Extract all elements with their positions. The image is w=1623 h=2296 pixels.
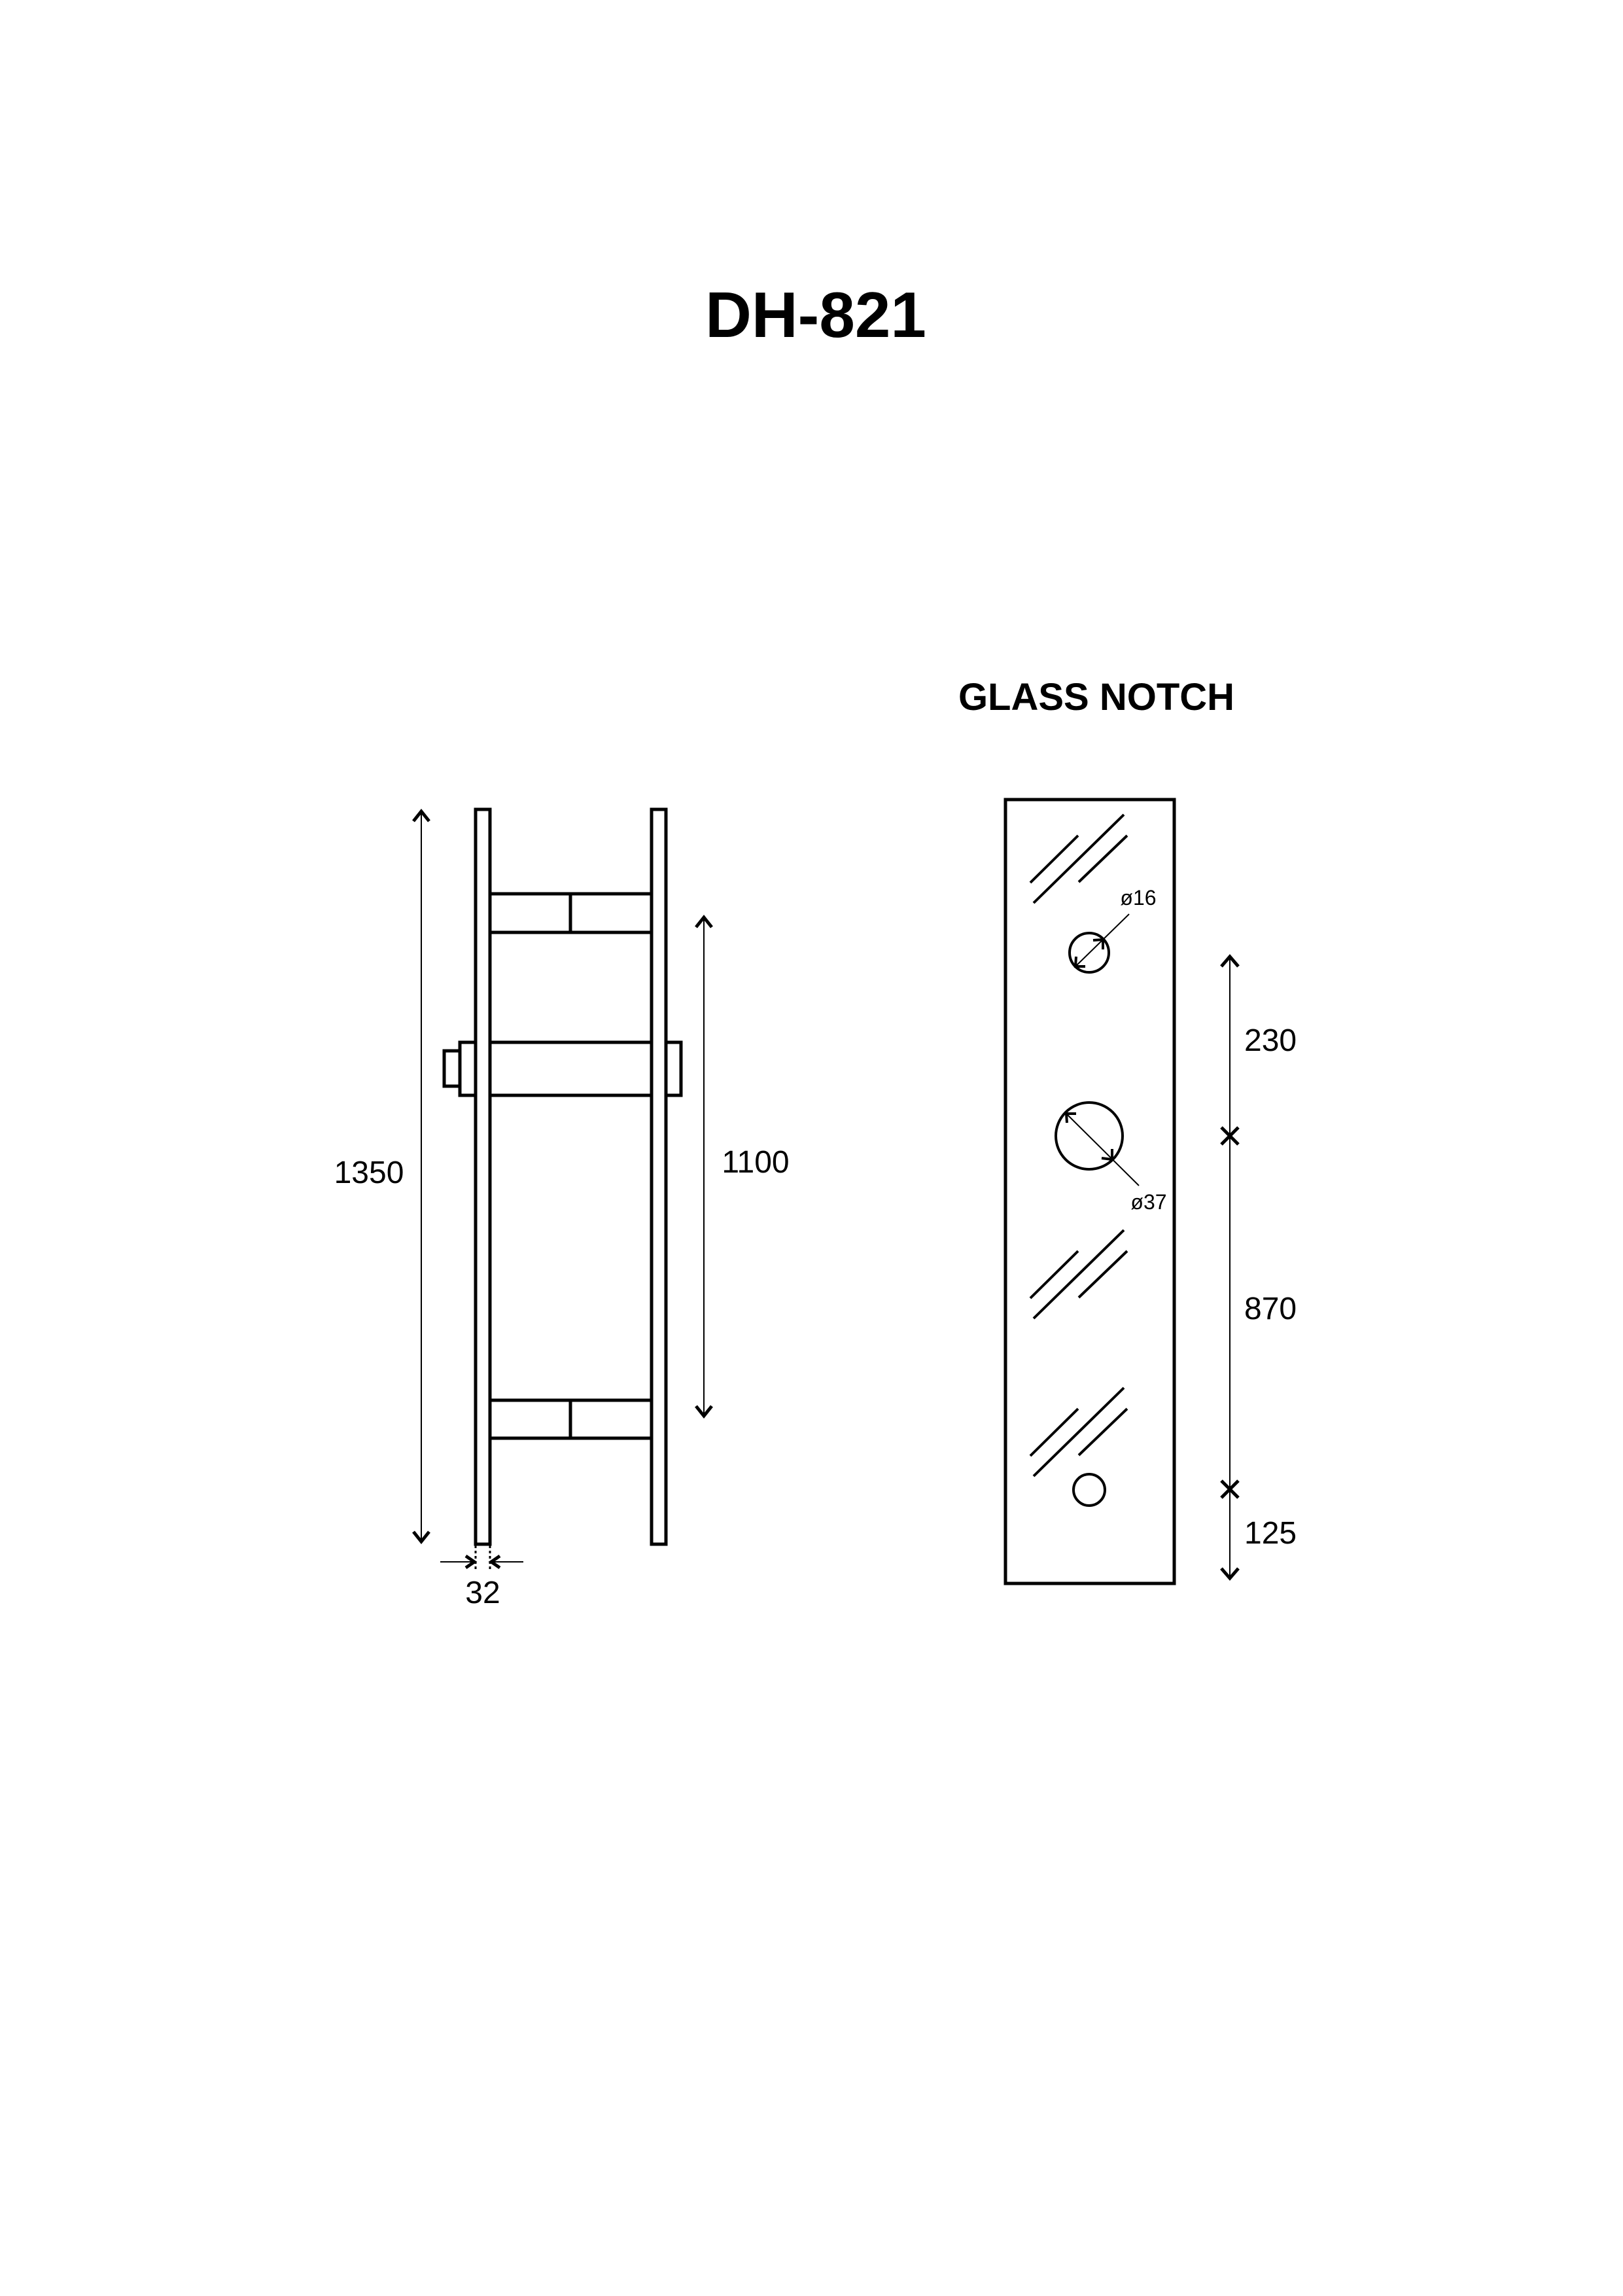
dimension-label-32: 32: [465, 1576, 500, 1610]
glass-notch-heading: GLASS NOTCH: [958, 676, 1234, 718]
dimension-label-230: 230: [1244, 1023, 1297, 1058]
handle-side-view: [442, 807, 683, 1546]
right-bar: [650, 807, 668, 1546]
glass-hatch-middle: [1029, 1229, 1128, 1320]
right-knob: [664, 1040, 683, 1097]
dimension-label-1350: 1350: [334, 1156, 404, 1190]
middle-lock-bar: [488, 1040, 654, 1097]
dimension-label-870: 870: [1244, 1292, 1297, 1326]
glass-hatch-top: [1029, 813, 1128, 904]
glass-dimension-line: [1220, 954, 1240, 1581]
glass-panel: [1003, 798, 1176, 1585]
product-title: DH-821: [705, 279, 926, 351]
dimension-label-125: 125: [1244, 1516, 1297, 1551]
dimension-label-1100: 1100: [722, 1145, 789, 1180]
hole-small-16: [1068, 913, 1130, 974]
hole-small-label: ø16: [1120, 886, 1156, 910]
dimension-32: [440, 1545, 523, 1570]
left-knob-tip: [442, 1049, 462, 1088]
dimension-1100: [695, 914, 713, 1419]
glass-hatch-bottom: [1029, 1386, 1128, 1477]
left-knob: [458, 1040, 478, 1097]
left-bar: [474, 807, 492, 1546]
dimension-1350: [412, 808, 430, 1545]
hole-bottom: [1072, 1473, 1106, 1507]
hole-large-label: ø37: [1130, 1190, 1166, 1214]
hole-large-37: [1055, 1101, 1140, 1186]
